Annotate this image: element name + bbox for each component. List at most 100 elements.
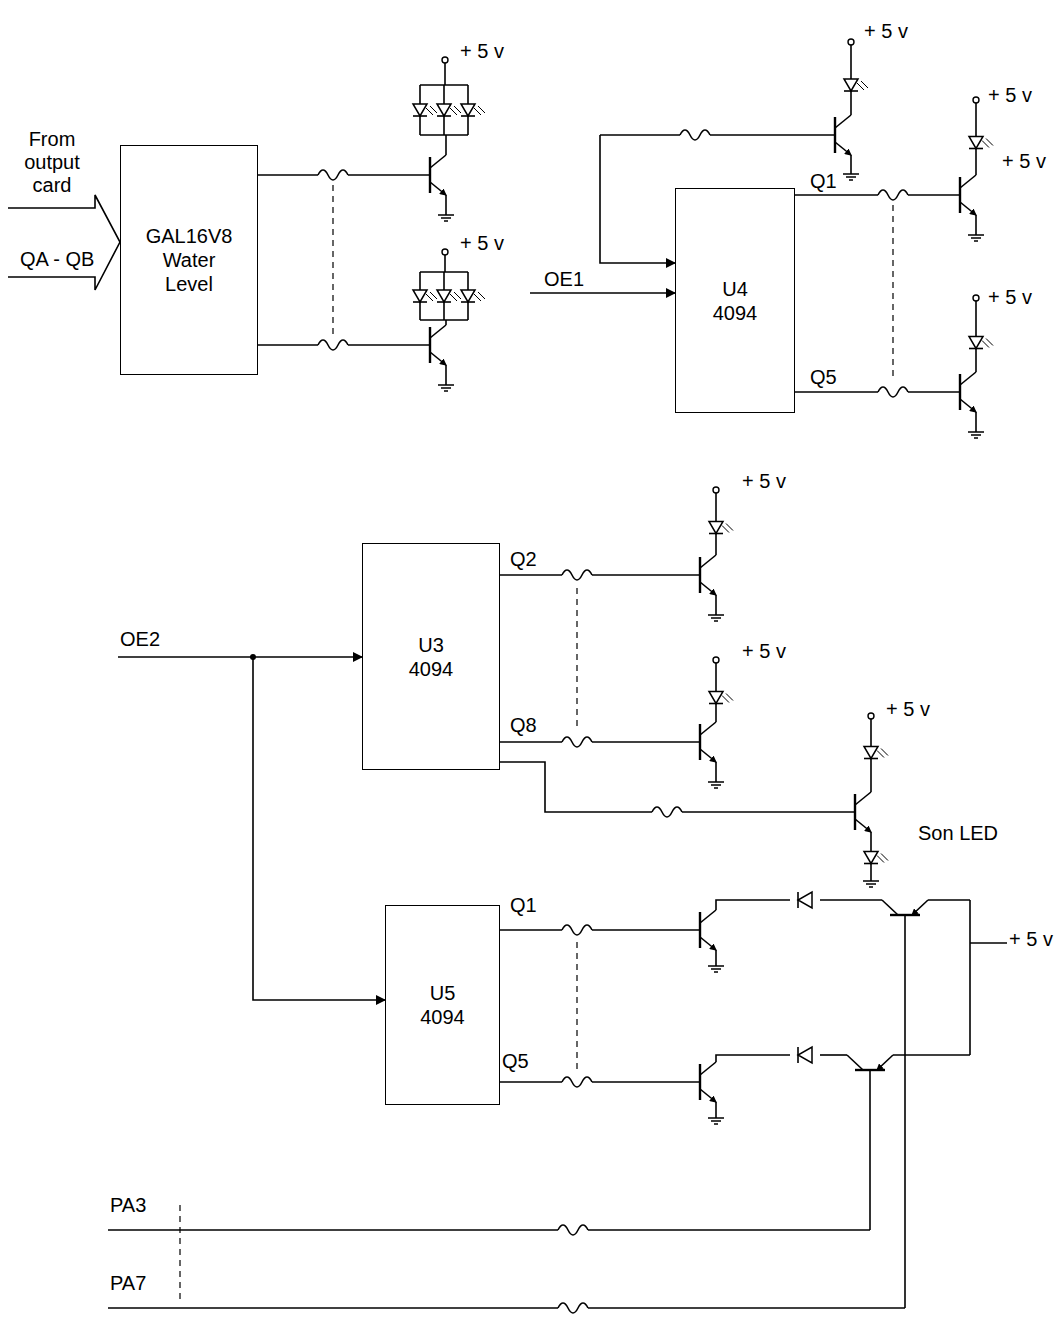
led-light-arrows xyxy=(857,81,868,90)
signal-label: PA7 xyxy=(108,1272,148,1295)
transistor-symbol xyxy=(699,1064,701,1100)
led-symbol xyxy=(413,290,427,302)
wire xyxy=(870,832,872,840)
signal-label: + 5 v xyxy=(740,640,788,663)
wire xyxy=(600,135,675,263)
wire xyxy=(795,391,878,393)
transistor-symbol xyxy=(855,819,871,832)
led-symbol xyxy=(437,115,451,117)
wire xyxy=(869,1070,871,1230)
ground-symbol xyxy=(438,209,454,221)
ic-label: U3 4094 xyxy=(401,633,461,681)
supply-terminal xyxy=(848,39,854,45)
led-symbol xyxy=(844,79,858,91)
wire xyxy=(500,762,652,812)
signal-label: Son LED xyxy=(916,822,1000,845)
resistor-symbol xyxy=(318,170,348,180)
supply-terminal xyxy=(442,249,448,255)
wire xyxy=(715,715,717,722)
wire xyxy=(850,100,852,115)
transistor-symbol xyxy=(429,157,431,193)
supply-terminal xyxy=(973,97,979,103)
led-light-arrows xyxy=(474,106,485,115)
transistor-symbol xyxy=(700,1089,716,1102)
wire xyxy=(850,155,852,168)
signal-label: Q5 xyxy=(500,1050,531,1073)
resistor-symbol xyxy=(652,807,682,817)
signal-label: + 5 v xyxy=(986,286,1034,309)
wire xyxy=(592,929,700,931)
wire xyxy=(600,134,680,136)
wire xyxy=(444,63,446,85)
wire xyxy=(715,595,717,609)
signal-label: OE1 xyxy=(542,268,586,291)
wire xyxy=(870,719,872,735)
wire xyxy=(969,900,971,1055)
led-symbol xyxy=(709,703,723,705)
wire xyxy=(258,174,318,176)
led-symbol xyxy=(709,522,723,534)
wire xyxy=(500,1081,562,1083)
transistor-symbol xyxy=(882,900,898,915)
bus-ellipsis xyxy=(332,185,333,335)
resistor-symbol xyxy=(558,1303,588,1313)
signal-label: OE2 xyxy=(118,628,162,651)
transistor-symbol xyxy=(959,177,961,213)
wire xyxy=(928,899,970,901)
diode-symbol xyxy=(797,1047,799,1063)
led-symbol xyxy=(413,115,427,117)
transistor-symbol xyxy=(700,910,716,923)
transistor-symbol xyxy=(699,724,701,760)
wire xyxy=(908,391,960,393)
resistor-symbol xyxy=(558,1225,588,1235)
signal-label: + 5 v xyxy=(1007,928,1055,951)
led-symbol xyxy=(864,863,878,865)
ic-label: U4 4094 xyxy=(705,277,765,325)
transistor-symbol xyxy=(430,182,446,195)
led-symbol xyxy=(969,337,983,349)
wire xyxy=(820,1054,847,1056)
wire xyxy=(588,1229,870,1231)
transistor-symbol xyxy=(960,399,976,412)
ground-symbol xyxy=(708,776,724,788)
led-symbol xyxy=(864,758,878,760)
wire xyxy=(710,134,835,136)
signal-label: + 5 v xyxy=(862,20,910,43)
led-light-arrows xyxy=(877,854,888,863)
signal-label: QA - QB xyxy=(18,248,96,271)
signal-label: + 5 v xyxy=(986,84,1034,107)
wire xyxy=(975,103,977,125)
wire xyxy=(893,1054,970,1056)
ic-box: GAL16V8 Water Level xyxy=(120,145,258,375)
transistor-symbol xyxy=(847,1055,863,1070)
wire xyxy=(348,174,430,176)
wire xyxy=(258,344,318,346)
wire xyxy=(975,215,977,229)
wire xyxy=(975,160,977,175)
signal-label: Q1 xyxy=(508,894,539,917)
wire xyxy=(348,344,430,346)
supply-terminal xyxy=(973,295,979,301)
ground-symbol xyxy=(438,379,454,391)
transistor-symbol xyxy=(699,912,701,948)
signal-label: + 5 v xyxy=(458,232,506,255)
transistor-symbol xyxy=(912,900,928,915)
transistor-symbol xyxy=(855,792,871,805)
wire xyxy=(795,194,878,196)
led-symbol xyxy=(969,148,983,150)
led-symbol xyxy=(437,104,451,116)
bus-ellipsis xyxy=(179,1205,180,1300)
diode-symbol xyxy=(798,1047,812,1063)
led-symbol xyxy=(844,90,858,92)
transistor-symbol xyxy=(834,117,836,153)
wire xyxy=(715,545,717,555)
ic-label: U5 4094 xyxy=(413,981,473,1029)
signal-label: + 5 v xyxy=(884,698,932,721)
wire xyxy=(530,292,675,294)
led-symbol xyxy=(969,348,983,350)
transistor-symbol xyxy=(700,555,716,568)
supply-terminal xyxy=(713,487,719,493)
transistor-symbol xyxy=(835,115,851,128)
wire xyxy=(975,412,977,426)
